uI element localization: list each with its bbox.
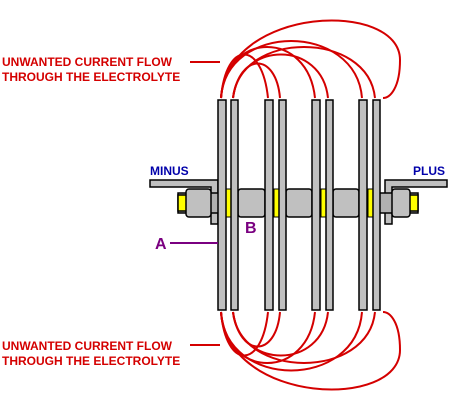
plates xyxy=(217,99,381,311)
plate-4 xyxy=(278,99,287,311)
arc-top-3 xyxy=(220,40,363,99)
plate-b xyxy=(230,99,239,311)
arc-bottom-5 xyxy=(232,311,281,348)
minus-label: MINUS xyxy=(150,164,189,178)
plate-7 xyxy=(358,99,368,311)
plate-5 xyxy=(311,99,321,311)
arc-top-1 xyxy=(220,53,269,99)
plate-3 xyxy=(264,99,274,311)
part-a-label: A xyxy=(155,236,167,253)
left-nut xyxy=(185,188,212,218)
plate-a xyxy=(217,99,227,311)
plus-terminal-bracket xyxy=(384,179,448,225)
arc-bottom-7 xyxy=(232,311,376,364)
plate-6 xyxy=(325,99,334,311)
arc-top-4 xyxy=(220,19,402,99)
top-label-line2: THROUGH THE ELECTROLYTE xyxy=(2,70,180,84)
arc-bottom-1 xyxy=(220,311,269,357)
spacer-1 xyxy=(237,188,266,218)
arc-top-7 xyxy=(232,46,376,99)
spacer-3 xyxy=(332,188,360,218)
top-label-line1: UNWANTED CURRENT FLOW xyxy=(2,55,173,69)
bottom-current-arcs xyxy=(220,311,402,391)
spacer-2 xyxy=(285,188,313,218)
plus-label: PLUS xyxy=(413,164,445,178)
top-current-arcs xyxy=(220,19,402,99)
arc-bottom-4 xyxy=(220,311,402,391)
arc-top-5 xyxy=(232,62,281,99)
right-nut xyxy=(391,188,411,218)
bottom-label-line2: THROUGH THE ELECTROLYTE xyxy=(2,354,180,368)
bottom-label-line1: UNWANTED CURRENT FLOW xyxy=(2,339,173,353)
plate-8 xyxy=(372,99,381,311)
part-b-label: B xyxy=(245,220,257,237)
